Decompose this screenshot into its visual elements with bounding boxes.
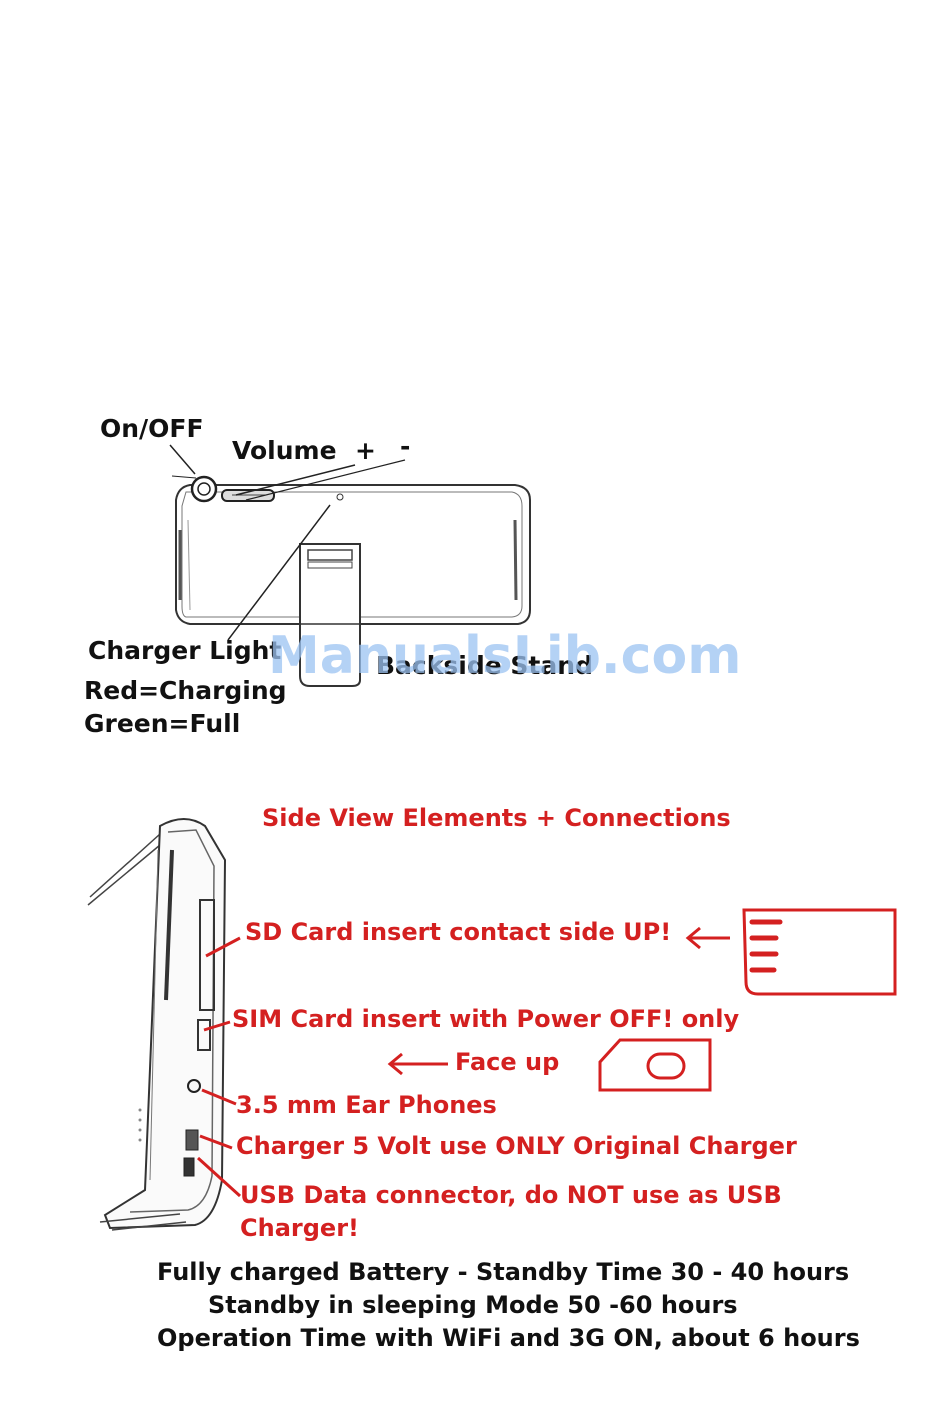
backside-stand-label: Backside Stand (376, 651, 593, 680)
volume-minus-label: - (400, 432, 411, 461)
usb-port-icon (183, 1157, 195, 1177)
power-button-icon (190, 475, 218, 503)
device-top-view-drawing (169, 444, 531, 687)
volume-label: Volume (232, 436, 337, 465)
charger-port-icon (185, 1129, 199, 1151)
on-off-label: On/OFF (100, 414, 204, 443)
volume-plus-label: + (355, 436, 376, 465)
sim-card-icon (598, 1038, 712, 1092)
sd-arrow-icon (685, 926, 730, 950)
charger-light-label: Charger Light (88, 636, 282, 665)
usb-label-line2: Charger! (240, 1214, 359, 1242)
backside-stand-icon (299, 543, 361, 687)
usb-label-line1: USB Data connector, do NOT use as USB (240, 1181, 782, 1209)
earphone-jack-icon (187, 1079, 201, 1093)
charger-label: Charger 5 Volt use ONLY Original Charger (236, 1132, 797, 1160)
watermark: ManualsLib.com (268, 626, 742, 686)
sd-card-label: SD Card insert contact side UP! (245, 918, 672, 946)
face-up-arrow-icon (387, 1052, 448, 1076)
sleeping-mode-line: Standby in sleeping Mode 50 -60 hours (208, 1291, 738, 1319)
sd-card-icon (742, 908, 897, 996)
green-full-label: Green=Full (84, 709, 241, 738)
earphones-label: 3.5 mm Ear Phones (236, 1091, 497, 1119)
side-view-title: Side View Elements + Connections (262, 804, 731, 832)
operation-time-line: Operation Time with WiFi and 3G ON, abou… (157, 1324, 860, 1352)
red-charging-label: Red=Charging (84, 676, 287, 705)
sim-card-label: SIM Card insert with Power OFF! only (232, 1005, 740, 1033)
face-up-label: Face up (455, 1048, 560, 1076)
charger-light-icon (336, 493, 344, 501)
battery-standby-line: Fully charged Battery - Standby Time 30 … (157, 1258, 850, 1286)
